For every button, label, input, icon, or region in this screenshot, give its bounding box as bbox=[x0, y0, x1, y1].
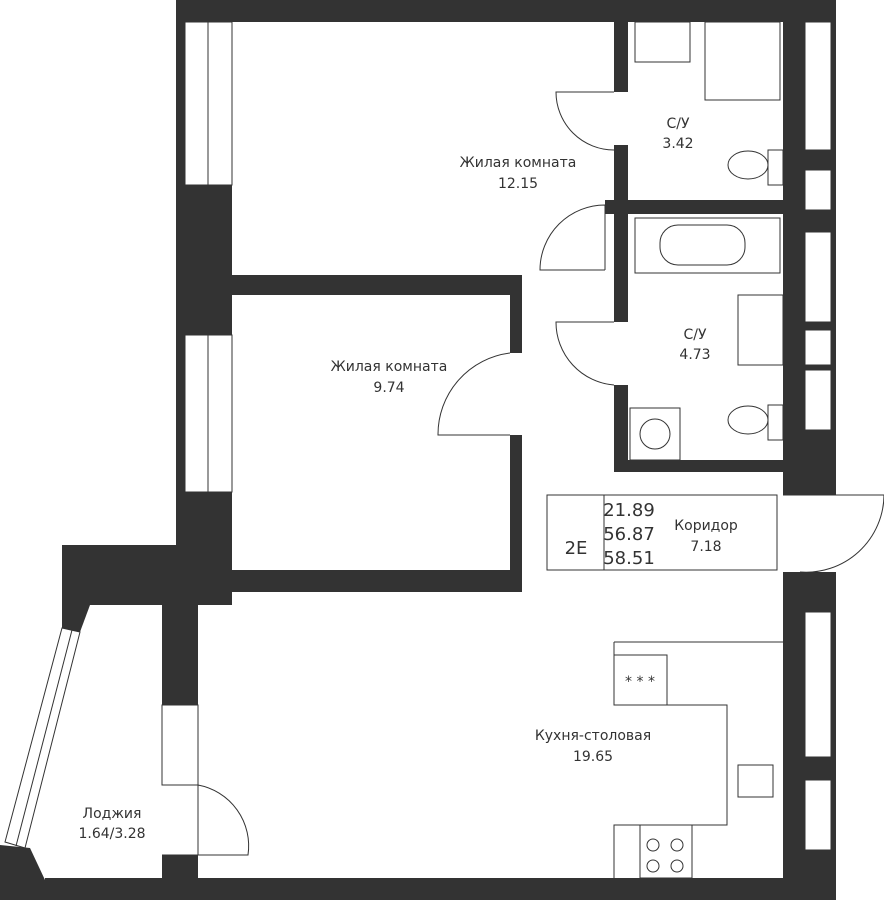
info-value: 56.87 bbox=[603, 524, 655, 545]
room-name: Жилая комната bbox=[331, 359, 448, 375]
doors bbox=[162, 91, 884, 856]
room-loggia: Лоджия 1.64/3.28 bbox=[78, 806, 145, 842]
room-bath-1: С/У 3.42 bbox=[662, 116, 693, 152]
room-living-1: Жилая комната 12.15 bbox=[460, 155, 577, 192]
room-area: 19.65 bbox=[573, 749, 613, 765]
walls bbox=[0, 0, 836, 900]
room-name: Коридор bbox=[674, 518, 738, 534]
info-value: 58.51 bbox=[603, 548, 655, 569]
hob-icon: * * * bbox=[625, 674, 655, 690]
room-area: 9.74 bbox=[373, 380, 404, 396]
room-area: 3.42 bbox=[662, 136, 693, 152]
room-corridor: Коридор 7.18 bbox=[674, 518, 738, 555]
room-bath-2: С/У 4.73 bbox=[679, 327, 710, 363]
room-area: 4.73 bbox=[679, 347, 710, 363]
room-name: С/У bbox=[666, 116, 689, 132]
room-name: Кухня-столовая bbox=[535, 728, 651, 744]
apartment-type: 2E bbox=[565, 538, 588, 559]
room-name: С/У bbox=[683, 327, 706, 343]
fixtures: * * * bbox=[546, 21, 784, 879]
room-area: 7.18 bbox=[690, 539, 721, 555]
room-living-2: Жилая комната 9.74 bbox=[331, 359, 448, 396]
room-name: Жилая комната bbox=[460, 155, 577, 171]
info-value: 21.89 bbox=[603, 500, 655, 521]
room-kitchen: Кухня-столовая 19.65 bbox=[535, 728, 651, 765]
room-area: 1.64/3.28 bbox=[78, 826, 145, 842]
room-area: 12.15 bbox=[498, 176, 538, 192]
room-name: Лоджия bbox=[83, 806, 142, 822]
windows bbox=[4, 21, 832, 851]
apartment-info-box: 2E 21.89 56.87 58.51 bbox=[565, 500, 655, 569]
